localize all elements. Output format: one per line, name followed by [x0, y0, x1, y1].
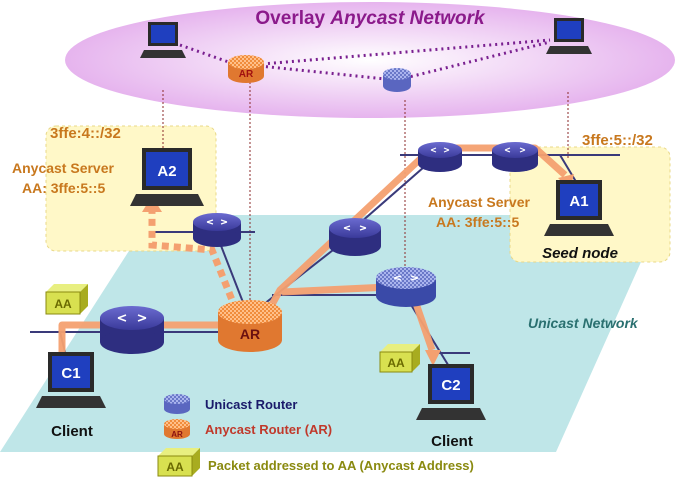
client-c2-caption: Client [431, 433, 473, 450]
client-c1-node: C1 [61, 365, 80, 382]
client-c1-icon [36, 352, 106, 408]
server-a2-node: A2 [157, 163, 176, 180]
unicast-network-label: Unicast Network [528, 315, 639, 331]
legend-unicast-router: Unicast Router [205, 397, 297, 412]
overlay-drop-lines [162, 82, 569, 300]
unicast-router-5 [492, 142, 538, 172]
unicast-router-3 [329, 218, 381, 256]
unicast-plane [0, 215, 662, 452]
legend-packet-icon [157, 448, 200, 477]
ar-label: AR [240, 326, 260, 342]
legend-packet-icon-label: AA [166, 460, 184, 474]
server-a1-icon [544, 180, 614, 236]
unicast-router-4 [418, 142, 462, 172]
legend-anycast-router-icon [164, 419, 190, 439]
legend-packet: Packet addressed to AA (Anycast Address) [208, 458, 474, 473]
prefix-right: 3ffe:5::/32 [582, 132, 653, 149]
server-a1-node: A1 [569, 193, 588, 210]
packet-arrow-c2 [425, 350, 441, 366]
client-c2-node: C2 [441, 377, 460, 394]
overlay-links [179, 38, 551, 82]
anycast-router-ar [218, 300, 282, 352]
packet-aa-c1-icon [45, 284, 88, 315]
overlay-ellipse [65, 2, 675, 118]
server-a2-title: Anycast Server [12, 160, 115, 176]
server-a2-icon [130, 148, 204, 206]
overlay-ar-label: AR [239, 69, 254, 80]
client-c1-caption: Client [51, 423, 93, 440]
client-c2-icon [416, 364, 486, 420]
overlay-pc-right-icon [546, 18, 592, 54]
unicast-router-2 [193, 213, 241, 247]
unicast-router-1 [100, 306, 164, 354]
unicast-router-6 [376, 267, 436, 307]
packet-aa-c1-label: AA [54, 297, 72, 311]
legend-anycast-router: Anycast Router (AR) [205, 422, 332, 437]
overlay-pc-left-icon [140, 22, 186, 58]
server-a1-address: AA: 3ffe:5::5 [436, 214, 519, 230]
legend-ar-icon-label: AR [171, 430, 183, 439]
packet-aa-c2-label: AA [387, 356, 405, 370]
overlay-unicast-router [383, 68, 411, 92]
prefix-left: 3ffe:4::/32 [50, 125, 121, 142]
legend-unicast-router-icon [164, 394, 190, 414]
server-a2-address: AA: 3ffe:5::5 [22, 180, 105, 196]
packet-aa-c2-icon [379, 344, 420, 373]
overlay-title: Overlay Anycast Network [255, 8, 486, 29]
overlay-anycast-router [228, 55, 264, 83]
seed-node-caption: Seed node [542, 245, 618, 262]
server-a1-title: Anycast Server [428, 194, 531, 210]
